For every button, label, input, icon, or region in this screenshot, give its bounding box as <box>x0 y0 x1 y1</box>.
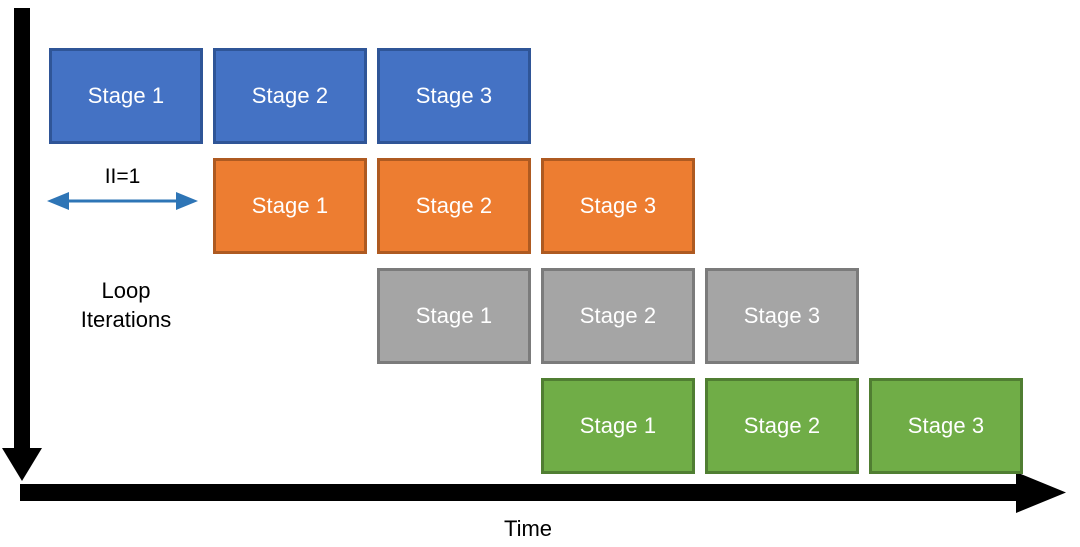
stage-box-label: Stage 1 <box>415 303 493 328</box>
stage-box-iteration-4-stage-1: Stage 1 <box>541 378 695 474</box>
loop-iterations-axis-arrow <box>2 8 42 481</box>
stage-box-label: Stage 3 <box>743 303 821 328</box>
stage-box-iteration-3-stage-1: Stage 1 <box>377 268 531 364</box>
stage-box-iteration-2-stage-2: Stage 2 <box>377 158 531 254</box>
stage-box-iteration-1-stage-3: Stage 3 <box>377 48 531 144</box>
stage-box-iteration-4-stage-3: Stage 3 <box>869 378 1023 474</box>
loop-iterations-axis-label: Loop Iterations <box>46 276 206 334</box>
stage-box-label: Stage 3 <box>907 413 985 438</box>
stage-box-iteration-2-stage-1: Stage 1 <box>213 158 367 254</box>
stage-box-iteration-1-stage-2: Stage 2 <box>213 48 367 144</box>
stage-box-iteration-3-stage-2: Stage 2 <box>541 268 695 364</box>
stage-box-label: Stage 2 <box>579 303 657 328</box>
loop-iterations-label-line2: Iterations <box>80 307 172 333</box>
stage-box-iteration-3-stage-3: Stage 3 <box>705 268 859 364</box>
stage-box-iteration-4-stage-2: Stage 2 <box>705 378 859 474</box>
loop-iterations-label-line1: Loop <box>101 278 151 303</box>
stage-box-label: Stage 3 <box>579 193 657 218</box>
stage-box-label: Stage 2 <box>251 83 329 108</box>
time-axis-arrow <box>20 472 1066 513</box>
stage-box-label: Stage 1 <box>87 83 165 108</box>
stage-box-iteration-1-stage-1: Stage 1 <box>49 48 203 144</box>
initiation-interval-arrow <box>47 192 198 210</box>
stage-box-label: Stage 1 <box>579 413 657 438</box>
initiation-interval-label: II=1 <box>104 165 141 188</box>
stage-box-label: Stage 2 <box>743 413 821 438</box>
stage-box-label: Stage 2 <box>415 193 493 218</box>
stage-box-iteration-2-stage-3: Stage 3 <box>541 158 695 254</box>
stage-box-label: Stage 3 <box>415 83 493 108</box>
stage-box-label: Stage 1 <box>251 193 329 218</box>
time-axis-label: Time <box>503 516 553 541</box>
